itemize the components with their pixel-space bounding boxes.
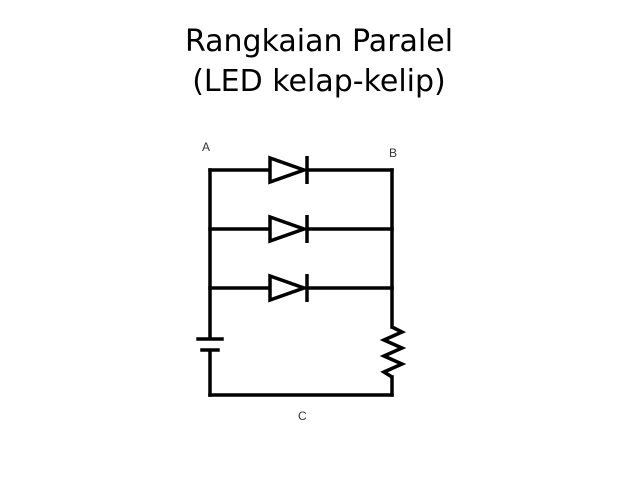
led-3-icon (268, 273, 310, 303)
slide-title: Rangkaian Paralel (LED kelap-kelip) (0, 22, 638, 102)
led-2-icon (268, 214, 310, 244)
title-line-2: (LED kelap-kelip) (192, 64, 446, 99)
node-label-b: B (389, 146, 397, 160)
node-label-a: A (202, 140, 210, 154)
node-label-c: C (298, 409, 307, 423)
led-1-icon (268, 155, 310, 185)
title-line-1: Rangkaian Paralel (184, 24, 454, 59)
resistor-icon (379, 325, 407, 379)
battery-icon (196, 337, 224, 352)
